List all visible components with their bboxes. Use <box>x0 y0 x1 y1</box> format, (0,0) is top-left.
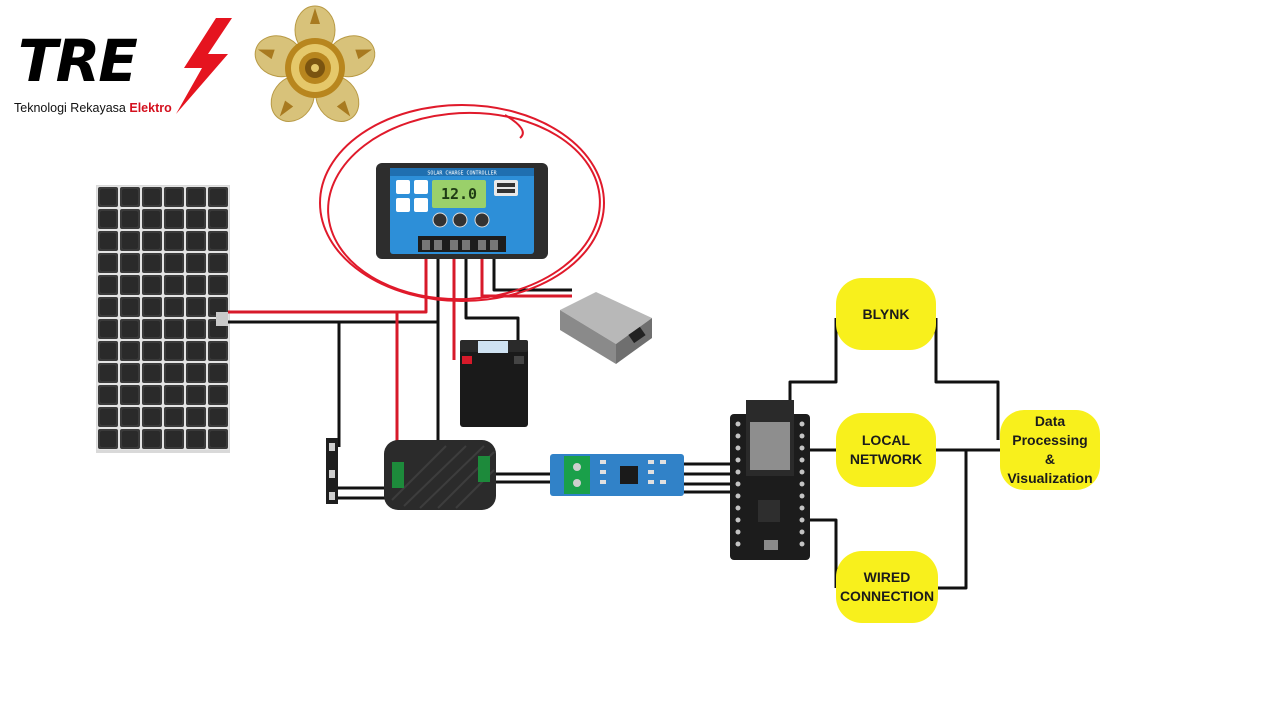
tre-subtitle-main: Teknologi Rekayasa <box>14 101 130 115</box>
tre-subtitle: Teknologi Rekayasa Elektro <box>14 101 172 115</box>
link-esp-blynk <box>788 318 838 410</box>
controller-header-label: SOLAR CHARGE CONTROLLER <box>427 171 497 177</box>
wiring <box>228 250 1000 590</box>
solar-charge-controller: SOLAR CHARGE CONTROLLER 12.0 <box>376 163 548 259</box>
solar-panel <box>96 185 230 453</box>
blynk-label: BLYNK <box>862 305 910 322</box>
controller-display-value: 12.0 <box>441 185 477 203</box>
tre-wordmark: TRE <box>18 27 138 95</box>
wired-connection-label: WIRED CONNECTION <box>839 569 935 604</box>
local-network-node: LOCAL NETWORK <box>836 413 936 487</box>
power-meter-module <box>384 440 496 510</box>
controller-highlight-circle <box>319 104 605 302</box>
wire-inverter-positive <box>480 250 572 298</box>
esp32-board <box>730 400 810 560</box>
tre-logo: TRE Teknologi Rekayasa Elektro <box>14 18 239 118</box>
link-blynk-data <box>934 318 1000 440</box>
rs485-module <box>550 454 684 496</box>
lightning-bolt-icon <box>176 18 232 114</box>
current-shunt <box>326 438 338 504</box>
battery <box>460 340 528 427</box>
data-processing-label: Data Processing & Visualization <box>1007 413 1093 486</box>
power-inverter <box>560 292 652 364</box>
link-wired-data <box>936 450 968 590</box>
blynk-node: BLYNK <box>836 278 936 350</box>
data-processing-node: Data Processing & Visualization <box>1000 410 1100 490</box>
ugm-seal-logo <box>254 5 376 122</box>
wire-panel-positive <box>228 250 428 314</box>
local-network-label: LOCAL NETWORK <box>849 432 923 467</box>
wire-battery-negative <box>464 250 520 345</box>
tre-subtitle-accent: Elektro <box>129 101 172 115</box>
wired-connection-node: WIRED CONNECTION <box>836 551 938 623</box>
wire-inverter-negative <box>492 250 572 292</box>
